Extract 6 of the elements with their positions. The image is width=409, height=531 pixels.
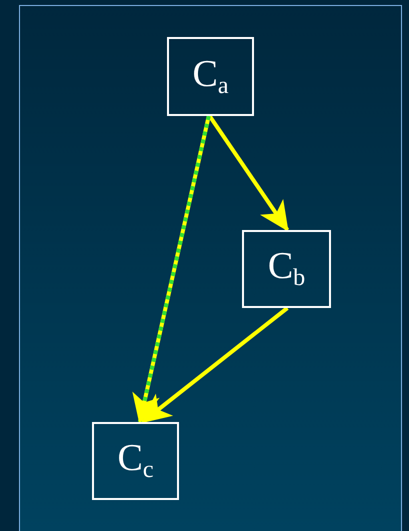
node-box — [242, 230, 331, 308]
node-box — [92, 422, 179, 500]
node-label: C$_{c}$ — [117, 439, 154, 483]
node-label: C$_{b}$ — [268, 247, 306, 291]
node-label: C$_{a}$ — [192, 54, 228, 98]
node-box — [167, 37, 254, 116]
